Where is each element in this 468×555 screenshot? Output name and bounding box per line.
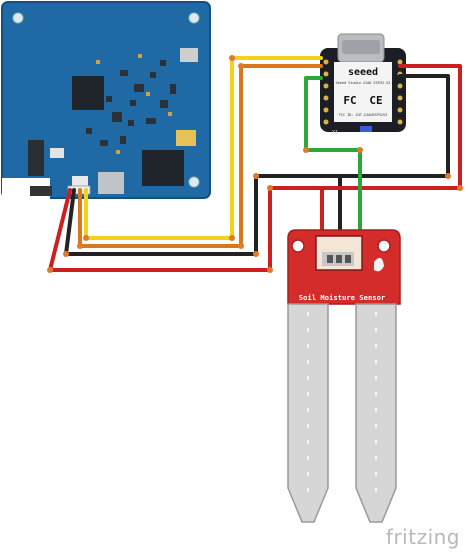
xiao-pin-label: X1 <box>332 130 338 136</box>
xiao-brand: seeed <box>348 67 378 78</box>
fritzing-watermark: fritzing <box>385 525 460 549</box>
soil-moisture-sensor: Soil Moisture Sensor <box>287 229 401 523</box>
ce-mark: CE <box>369 94 382 107</box>
xiao-subtitle: Seeed Studio XIAO ESP32-S3 <box>336 81 391 85</box>
wire-endpoints <box>47 55 463 273</box>
sensor-label: Soil Moisture Sensor <box>299 293 386 302</box>
xiao-module: seeed Seeed Studio XIAO ESP32-S3 FC CE F… <box>320 33 406 136</box>
fcc-mark: FC <box>343 94 356 107</box>
fcc-id: FCC ID: Z4T-XIAOESP32S3 <box>339 113 387 117</box>
wire-red <box>48 64 462 272</box>
main-board <box>1 1 211 200</box>
